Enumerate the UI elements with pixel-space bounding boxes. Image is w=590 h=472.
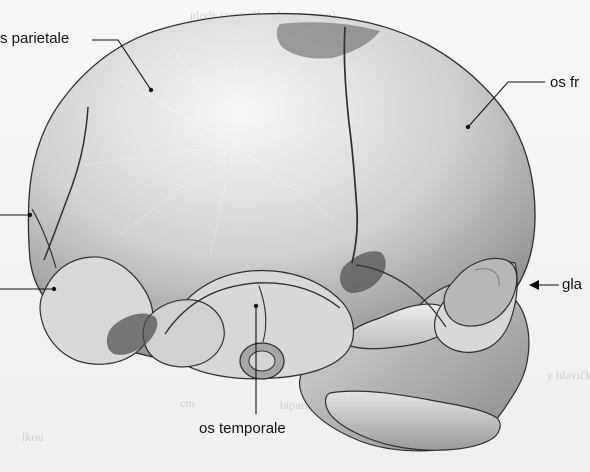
label-glabella: gla [562, 276, 582, 293]
label-frontale: os fr [550, 74, 579, 91]
label-parietale: s parietale [0, 30, 69, 47]
label-temporale: os temporale [199, 420, 286, 437]
glabella-arrowhead [529, 280, 539, 290]
